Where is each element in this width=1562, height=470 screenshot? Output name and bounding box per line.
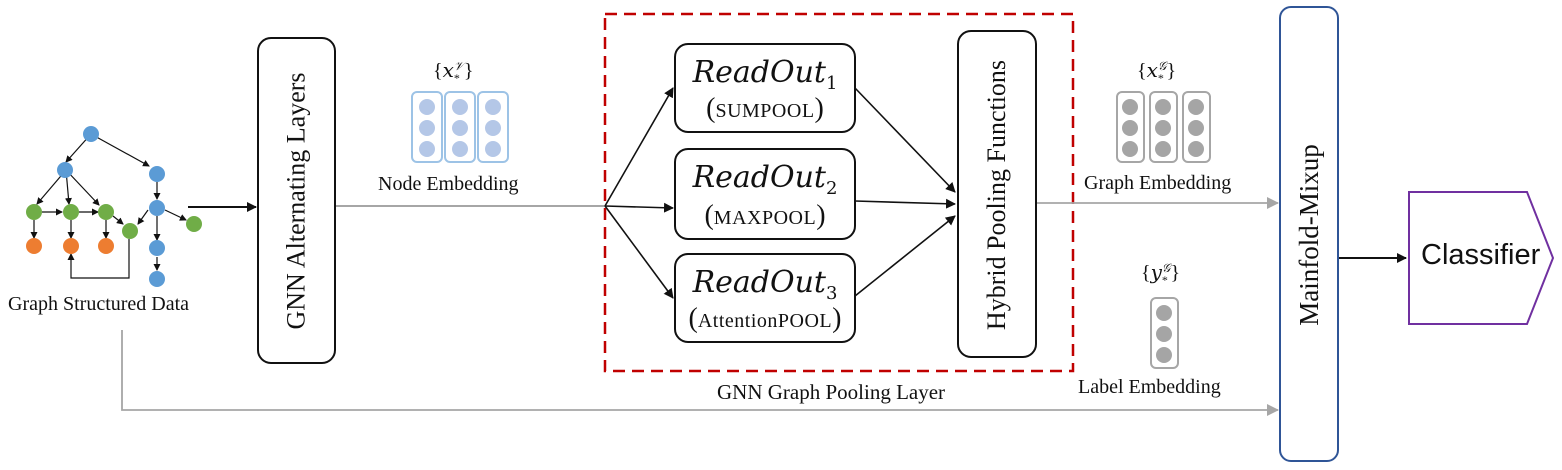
pooling-layer-caption: GNN Graph Pooling Layer (717, 380, 946, 404)
hybrid-pooling-label: Hybrid Pooling Functions (982, 59, 1011, 331)
graph-nodes (26, 126, 202, 287)
mixup-label: Mainfold-Mixup (1294, 144, 1324, 326)
readout-2-box: ReadOut2 (MAXPOOL) (674, 148, 856, 240)
graph-node (149, 200, 165, 216)
readout-1-name: ReadOut (692, 55, 826, 90)
hybrid-pooling-box: Hybrid Pooling Functions (957, 30, 1037, 358)
classifier-label: Classifier (1421, 239, 1541, 271)
mixup-box: Mainfold-Mixup (1279, 6, 1339, 462)
graph-node (26, 238, 42, 254)
readout-3-index: 3 (825, 283, 838, 304)
graph-embedding-blocks (1116, 91, 1211, 163)
graph-node (83, 126, 99, 142)
graph-node (98, 238, 114, 254)
label-embedding-block (1150, 297, 1179, 369)
node-embedding-blocks (411, 91, 509, 163)
readout-3-function: AttentionPOOL (697, 310, 833, 332)
graph-node (149, 166, 165, 182)
gnn-alternating-layers-box: GNN Alternating Layers (257, 37, 336, 364)
graph-node (98, 204, 114, 220)
classifier-shape (1408, 191, 1555, 325)
readout-1-index: 1 (825, 73, 838, 94)
pooling-layer-box (603, 12, 1075, 373)
graph-structured-data-caption: Graph Structured Data (8, 293, 190, 315)
readout-2-function: MAXPOOL (713, 207, 817, 229)
readout-3-box: ReadOut3 (AttentionPOOL) (674, 253, 856, 343)
label-embedding-caption: Label Embedding (1078, 376, 1221, 398)
graph-node (57, 162, 73, 178)
readout-1-box: ReadOut1 (SUMPOOL) (674, 43, 856, 133)
skip-connection-arrow (121, 330, 1279, 416)
graph-embedding-caption: Graph Embedding (1084, 172, 1232, 194)
graph-node (26, 204, 42, 220)
graph-node (63, 204, 79, 220)
graph-node (149, 271, 165, 287)
node-embedding-caption: Node Embedding (378, 173, 519, 195)
graph-node (149, 240, 165, 256)
readout-2-name: ReadOut (692, 160, 826, 195)
graph-node (186, 216, 202, 232)
readout-1-function: SUMPOOL (715, 100, 815, 122)
gnn-alternating-layers-label: GNN Alternating Layers (281, 72, 311, 330)
graph-node (63, 238, 79, 254)
fan-arrows (604, 87, 956, 299)
graph-node (122, 223, 138, 239)
readout-2-index: 2 (825, 178, 838, 199)
readout-3-name: ReadOut (692, 265, 826, 300)
